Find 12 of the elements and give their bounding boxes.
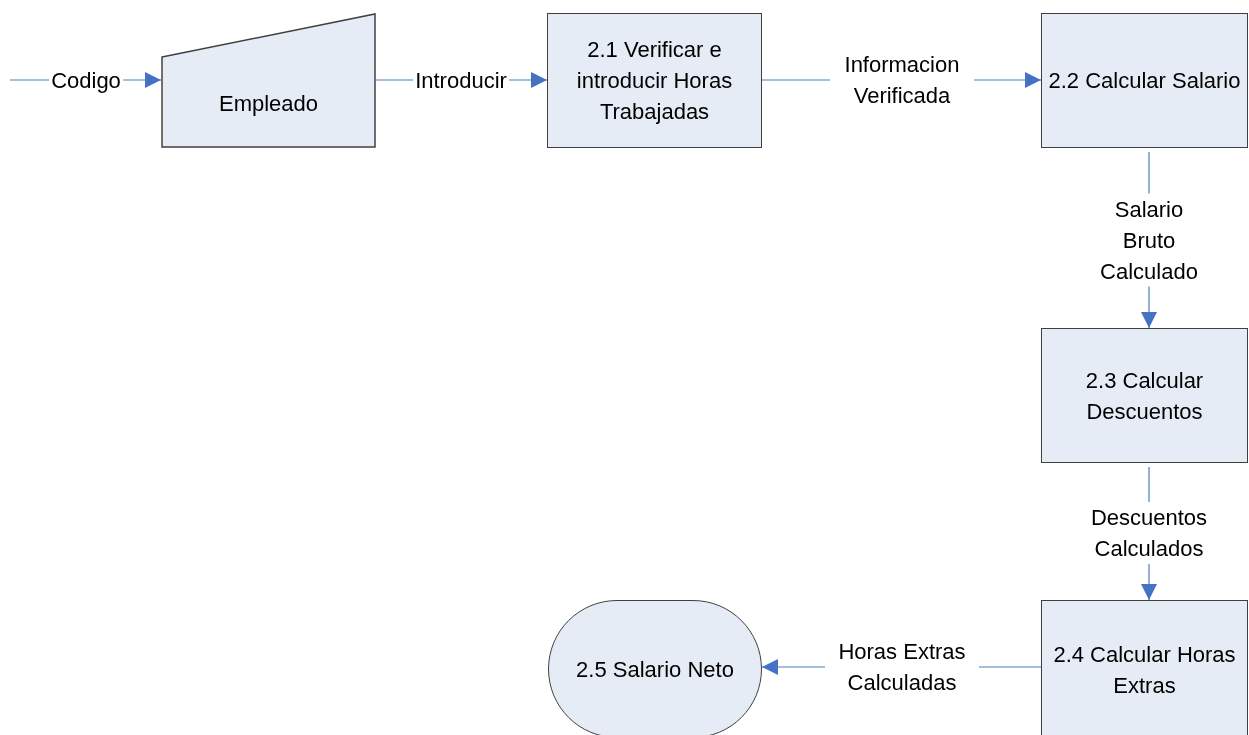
edge-label: Salario Bruto Calculado xyxy=(1098,193,1200,287)
process-box xyxy=(1041,13,1248,148)
node-label: 2.2 Calcular Salario xyxy=(1048,67,1241,95)
process-box xyxy=(1041,600,1248,735)
node-label: 2.1 Verificar e introducir Horas Trabajadas xyxy=(575,36,734,126)
node-label: 2.5 Salario Neto xyxy=(576,655,734,684)
process-box xyxy=(547,13,762,148)
manual-input-shape xyxy=(161,13,376,148)
node-label: 2.3 Calcular Descuentos xyxy=(1084,366,1205,426)
node-label: Empleado xyxy=(218,89,319,118)
process-box xyxy=(1041,328,1248,463)
node-label: 2.4 Calcular Horas Extras xyxy=(1052,641,1237,700)
